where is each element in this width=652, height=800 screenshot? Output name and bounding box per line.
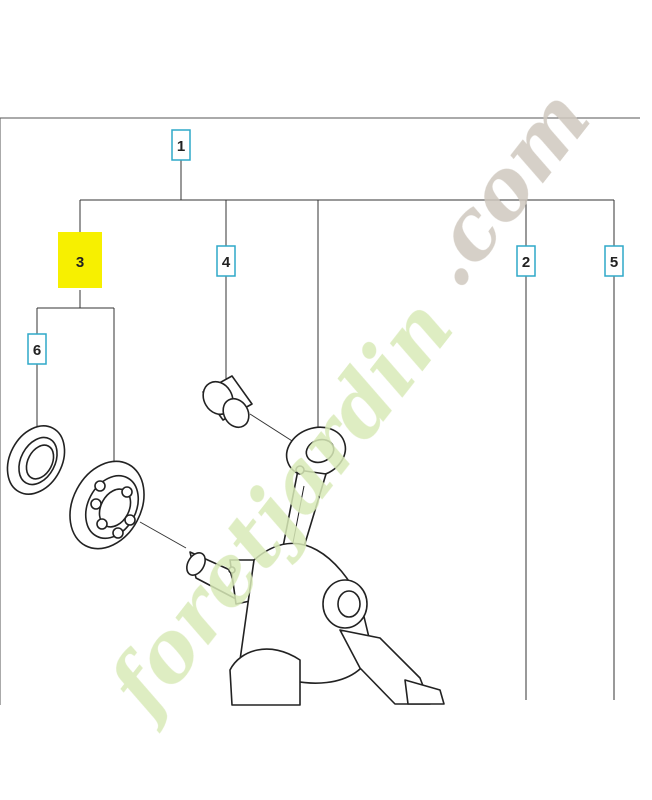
- callout-label: 3: [76, 254, 84, 271]
- callout-box: [216, 245, 236, 277]
- callout-box: [516, 245, 536, 277]
- callout-3-highlighted[interactable]: 3: [58, 232, 102, 288]
- callout-1[interactable]: 1: [171, 129, 191, 161]
- callout-5[interactable]: 5: [604, 245, 624, 277]
- callout-box: [604, 245, 624, 277]
- callout-box: [171, 129, 191, 161]
- callout-tree-lines: [36, 160, 615, 700]
- oil-seal-part: [6, 425, 66, 495]
- needle-bearing-part: [202, 375, 253, 429]
- crankshaft-assembly-drawing: [6, 375, 445, 706]
- callout-label: 2: [522, 254, 530, 271]
- callout-label: 4: [222, 254, 231, 271]
- callout-label: 5: [610, 254, 618, 271]
- callout-box: [27, 333, 47, 365]
- ball-bearing-part: [69, 460, 145, 550]
- callout-2[interactable]: 2: [516, 245, 536, 277]
- crankshaft-part: [186, 542, 445, 706]
- callout-6[interactable]: 6: [27, 333, 47, 365]
- callout-4[interactable]: 4: [216, 245, 236, 277]
- callout-highlight: [58, 232, 102, 288]
- diagram-frame: [0, 117, 640, 705]
- callout-label: 1: [177, 138, 185, 155]
- watermark-tld: .com: [398, 72, 609, 304]
- callout-label: 6: [33, 342, 41, 359]
